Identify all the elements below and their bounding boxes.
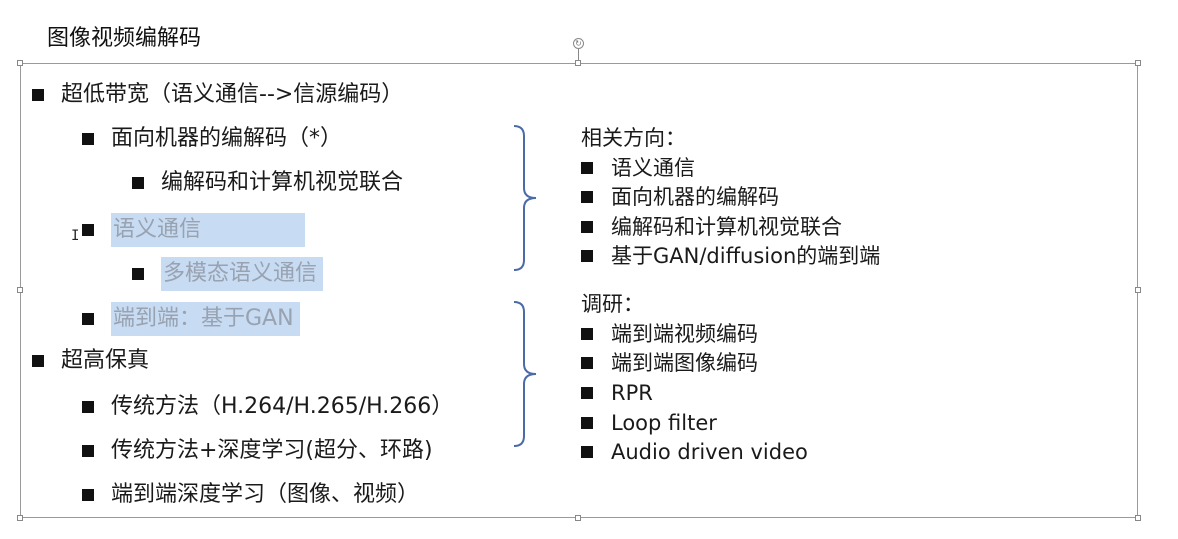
square-bullet-icon [581,191,593,203]
bullet-item[interactable]: 传统方法+深度学习(超分、环路) [82,436,433,466]
right-list-item[interactable]: 端到端图像编码 [581,349,758,377]
square-bullet-icon [581,250,593,262]
bullet-item[interactable]: 传统方法（H.264/H.265/H.266） [82,392,453,422]
square-bullet-icon [82,224,94,236]
text-cursor-icon: I [71,228,80,244]
square-bullet-icon [32,89,44,101]
bullet-text: 传统方法+深度学习(超分、环路) [111,438,433,463]
resize-handle-top-left[interactable] [17,60,23,66]
selected-bullet-text: 语义通信 [111,213,306,247]
resize-handle-bottom-center[interactable] [575,515,581,521]
right-list-item[interactable]: 端到端视频编码 [581,320,758,348]
selected-bullet-text: 多模态语义通信 [161,257,324,291]
right-group-heading: 调研： [581,292,644,316]
right-list-item[interactable]: Loop filter [581,409,717,437]
bullet-text: 编解码和计算机视觉联合 [161,170,404,195]
resize-handle-middle-left[interactable] [17,287,23,293]
bullet-text: 面向机器的编解码（*） [111,126,343,151]
bullet-item[interactable]: 端到端深度学习（图像、视频） [82,480,419,510]
resize-handle-bottom-right[interactable] [1135,515,1141,521]
right-list-item[interactable]: RPR [581,379,653,407]
square-bullet-icon [82,133,94,145]
square-bullet-icon [581,446,593,458]
right-brace-icon [513,301,537,447]
bullet-item[interactable]: 面向机器的编解码（*） [82,124,342,154]
square-bullet-icon [132,177,144,189]
rotate-stem [578,49,579,62]
right-item-text: 编解码和计算机视觉联合 [611,215,842,239]
right-item-text: Loop filter [611,411,717,435]
right-item-text: 面向机器的编解码 [611,185,779,209]
square-bullet-icon [581,387,593,399]
square-bullet-icon [132,268,144,280]
slide-title[interactable]: 图像视频编解码 [47,26,202,51]
right-list-item[interactable]: 面向机器的编解码 [581,183,779,211]
bullet-item-selected[interactable]: 端到端：基于GAN [82,302,300,336]
right-list-item[interactable]: 语义通信 [581,154,695,182]
right-list-item[interactable]: Audio driven video [581,438,808,466]
square-bullet-icon [82,489,94,501]
bullet-item-selected[interactable]: 多模态语义通信 [132,257,324,291]
square-bullet-icon [581,162,593,174]
right-group-heading: 相关方向： [581,126,686,150]
square-bullet-icon [581,328,593,340]
rotate-handle-icon[interactable]: ↻ [573,38,584,49]
bullet-item-selected[interactable]: 语义通信 [82,213,306,247]
bullet-text: 超低带宽（语义通信-->信源编码） [61,82,404,107]
bullet-item[interactable]: 编解码和计算机视觉联合 [132,168,403,198]
resize-handle-bottom-left[interactable] [17,515,23,521]
square-bullet-icon [82,445,94,457]
resize-handle-top-center[interactable] [575,60,581,66]
square-bullet-icon [581,417,593,429]
right-list-item[interactable]: 基于GAN/diffusion的端到端 [581,242,880,270]
bullet-text: 超高保真 [61,348,150,373]
bullet-item[interactable]: 超低带宽（语义通信-->信源编码） [32,80,403,110]
right-brace-icon [513,125,537,271]
right-list-item[interactable]: 编解码和计算机视觉联合 [581,213,842,241]
square-bullet-icon [32,355,44,367]
bullet-item[interactable]: 超高保真 [32,346,149,376]
selected-bullet-text: 端到端：基于GAN [111,302,300,336]
square-bullet-icon [82,313,94,325]
square-bullet-icon [581,221,593,233]
square-bullet-icon [82,401,94,413]
right-item-text: 端到端图像编码 [611,351,758,375]
resize-handle-middle-right[interactable] [1135,287,1141,293]
bullet-text: 传统方法（H.264/H.265/H.266） [111,394,454,419]
right-item-text: Audio driven video [611,440,808,464]
right-item-text: 端到端视频编码 [611,322,758,346]
right-item-text: 语义通信 [611,156,695,180]
square-bullet-icon [581,357,593,369]
right-item-text: 基于GAN/diffusion的端到端 [611,244,881,268]
bullet-text: 端到端深度学习（图像、视频） [111,482,420,507]
resize-handle-top-right[interactable] [1135,60,1141,66]
right-item-text: RPR [611,381,653,405]
